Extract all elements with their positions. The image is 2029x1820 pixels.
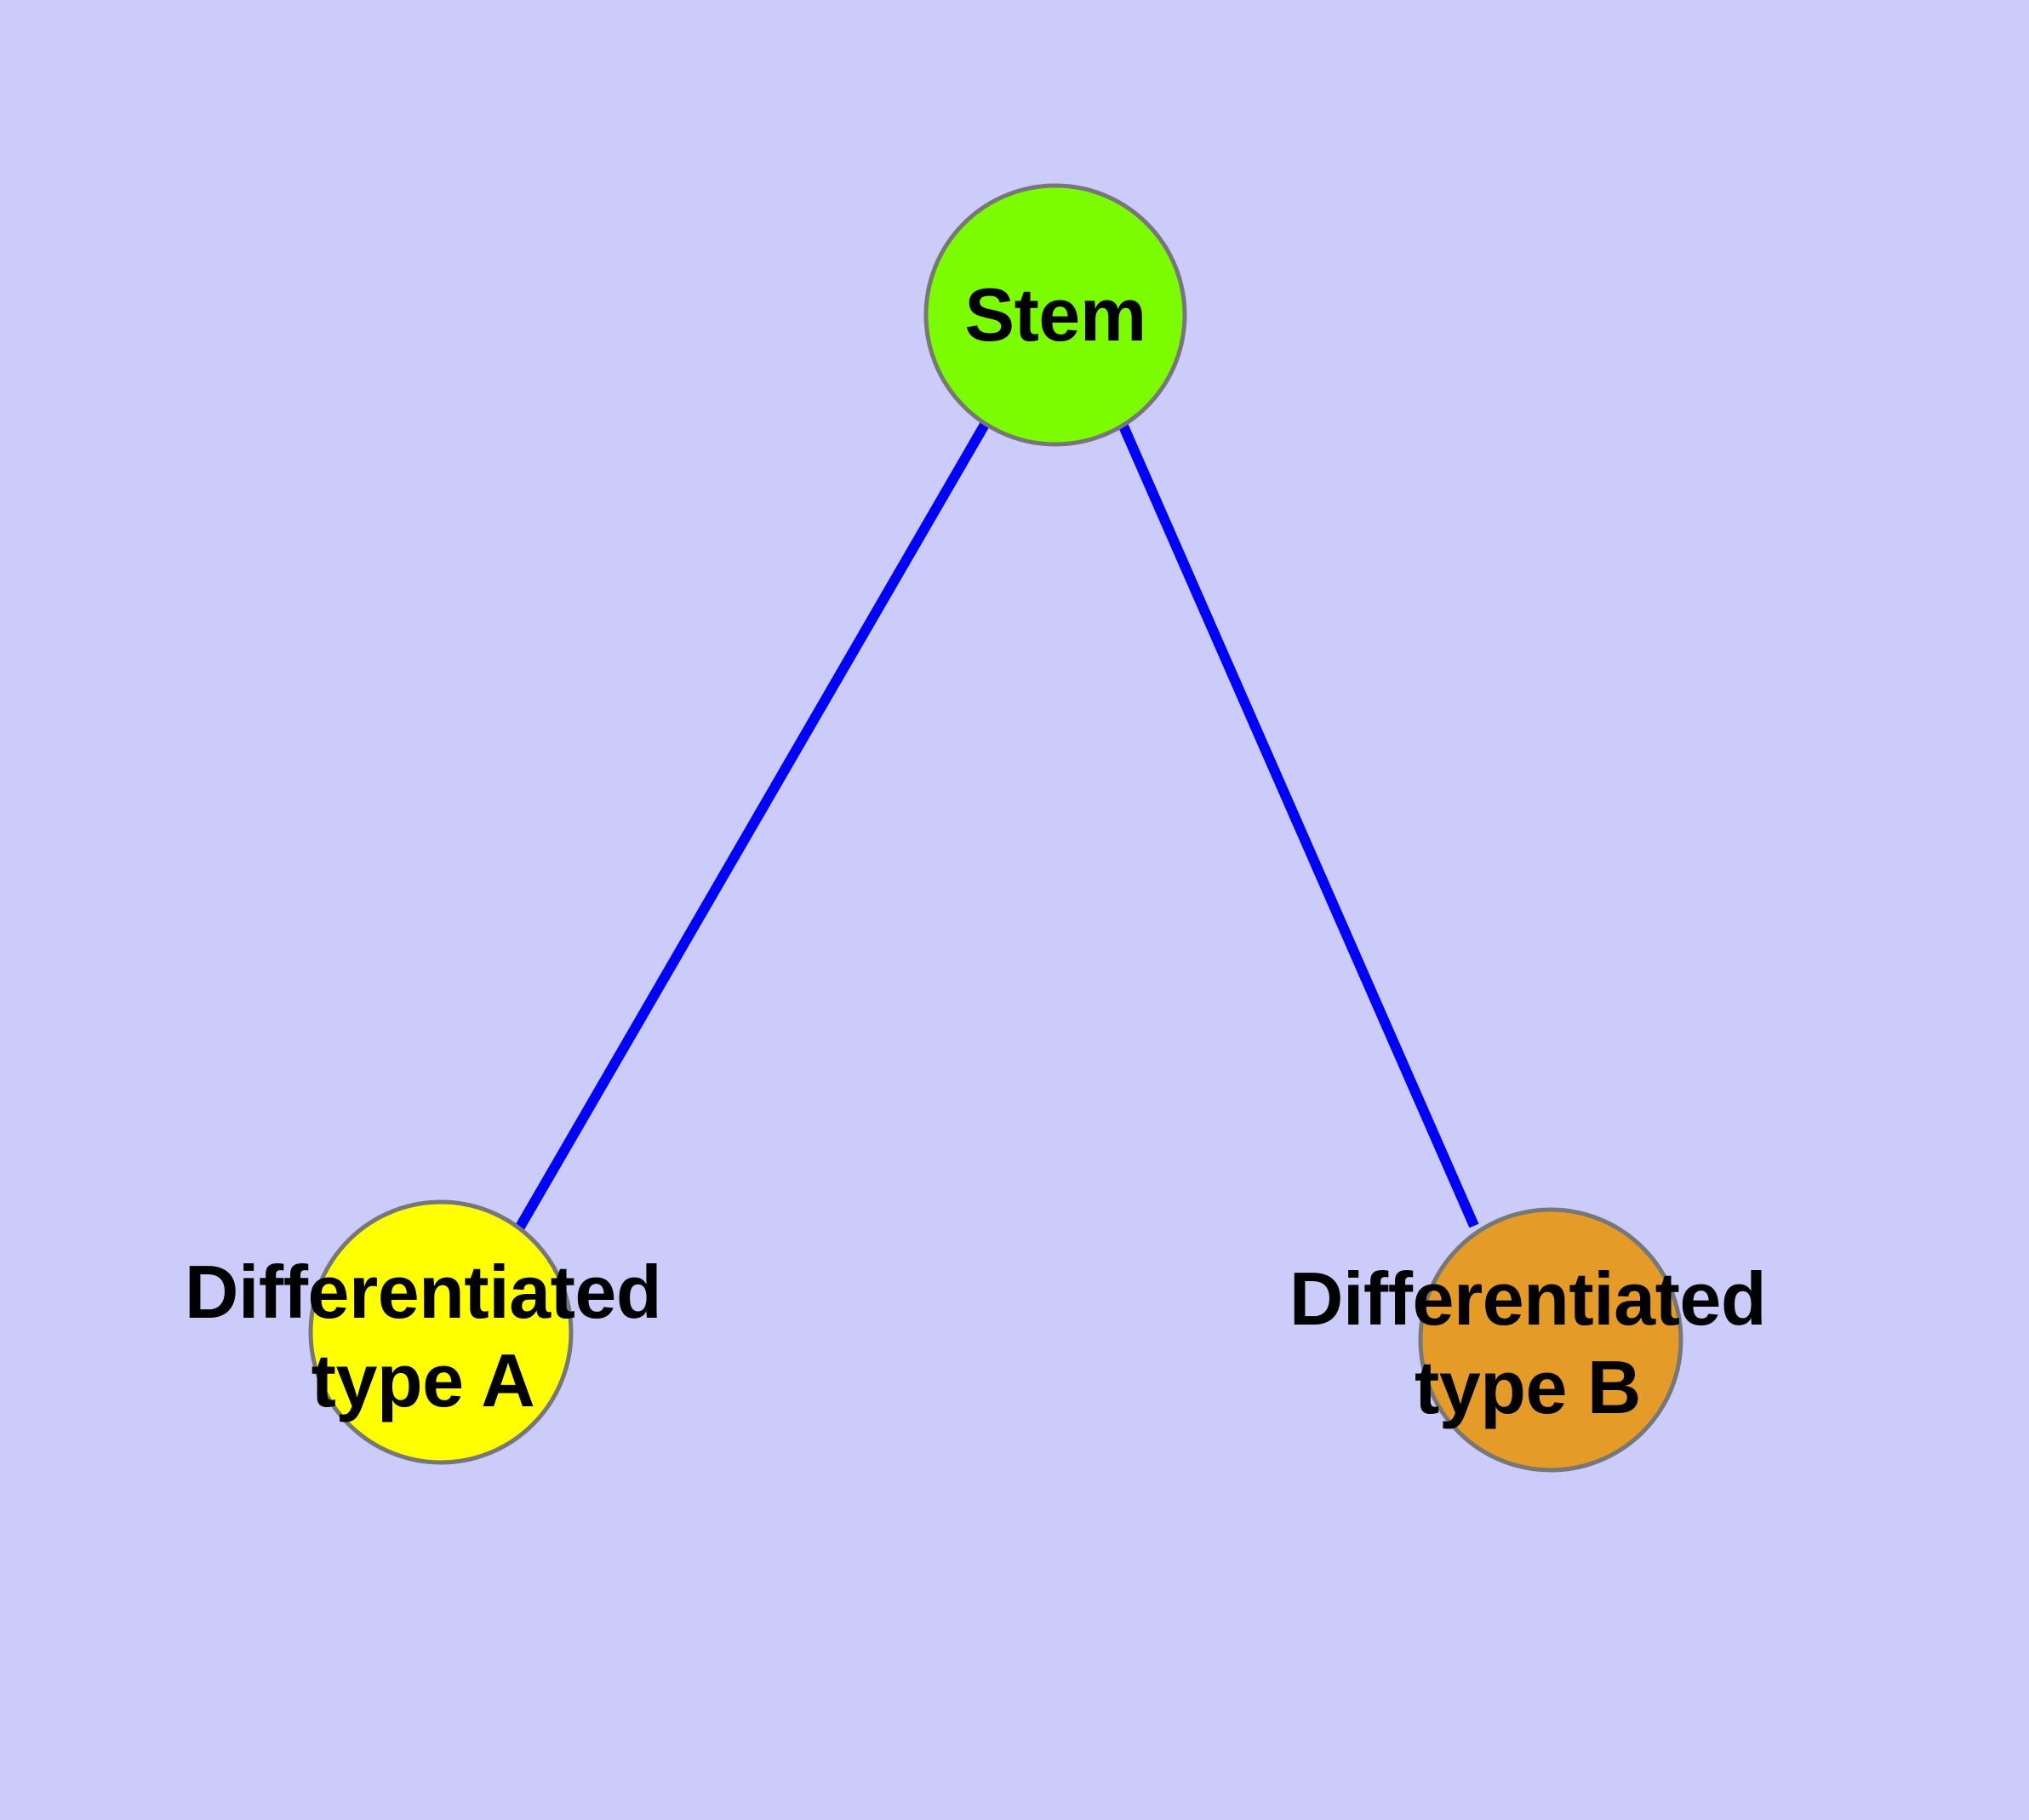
edges-layer [514, 420, 1479, 1232]
graph-node-stem[interactable] [923, 183, 1187, 447]
graph-node-diff-b[interactable] [1418, 1207, 1683, 1473]
graph-edge-stem-to-diff-b[interactable] [1117, 420, 1479, 1228]
nodes-layer [308, 183, 1683, 1473]
graph-node-diff-a[interactable] [308, 1199, 574, 1465]
graph-edge-stem-to-diff-a[interactable] [514, 420, 991, 1232]
